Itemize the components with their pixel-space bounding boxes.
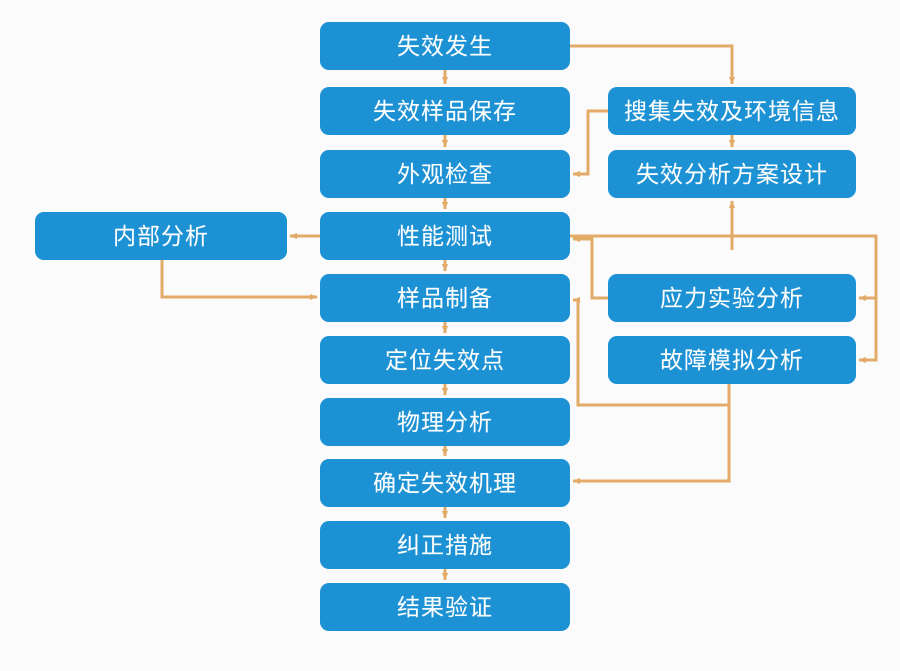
node-label: 纠正措施 (397, 531, 493, 558)
node-locate-failure-point[interactable]: 定位失效点 (320, 336, 570, 384)
node-corrective-action[interactable]: 纠正措施 (320, 521, 570, 569)
node-label: 外观检查 (397, 160, 493, 187)
node-label: 内部分析 (113, 222, 209, 249)
node-physical-analysis[interactable]: 物理分析 (320, 398, 570, 446)
node-label: 故障模拟分析 (660, 346, 804, 373)
node-label: 确定失效机理 (373, 469, 517, 496)
node-fault-simulation-analysis[interactable]: 故障模拟分析 (608, 336, 856, 384)
edge-r3-n4 (572, 235, 608, 300)
node-label: 结果验证 (397, 593, 493, 620)
node-label: 样品制备 (397, 284, 493, 311)
node-stress-experiment-analysis[interactable]: 应力实验分析 (608, 274, 856, 322)
node-failed-sample-retention[interactable]: 失效样品保存 (320, 87, 570, 135)
edge-l1-n5 (160, 260, 318, 301)
edge-r4-n8 (572, 405, 731, 485)
node-collect-failure-environment-info[interactable]: 搜集失效及环境信息 (608, 87, 856, 135)
node-sample-preparation[interactable]: 样品制备 (320, 274, 570, 322)
node-label: 失效分析方案设计 (636, 160, 828, 187)
edge-r4-n5 (572, 296, 731, 407)
node-label: 搜集失效及环境信息 (624, 97, 840, 124)
node-performance-test[interactable]: 性能测试 (320, 212, 570, 260)
node-failure-occurred[interactable]: 失效发生 (320, 22, 570, 70)
edge-n4-r4 (858, 298, 878, 364)
node-result-verification[interactable]: 结果验证 (320, 583, 570, 631)
node-label: 定位失效点 (385, 346, 505, 373)
node-label: 应力实验分析 (660, 284, 804, 311)
node-label: 失效发生 (397, 32, 493, 59)
node-label: 失效样品保存 (373, 97, 517, 124)
edge-n1-r1 (570, 44, 736, 85)
node-determine-failure-mechanism[interactable]: 确定失效机理 (320, 459, 570, 507)
edge-n4-r3 (570, 234, 878, 302)
edge-r2-n3 (572, 109, 608, 178)
node-appearance-inspection[interactable]: 外观检查 (320, 150, 570, 198)
node-label: 性能测试 (397, 222, 493, 249)
node-label: 物理分析 (397, 408, 493, 435)
node-failure-analysis-plan-design[interactable]: 失效分析方案设计 (608, 150, 856, 198)
node-internal-analysis[interactable]: 内部分析 (35, 212, 287, 260)
